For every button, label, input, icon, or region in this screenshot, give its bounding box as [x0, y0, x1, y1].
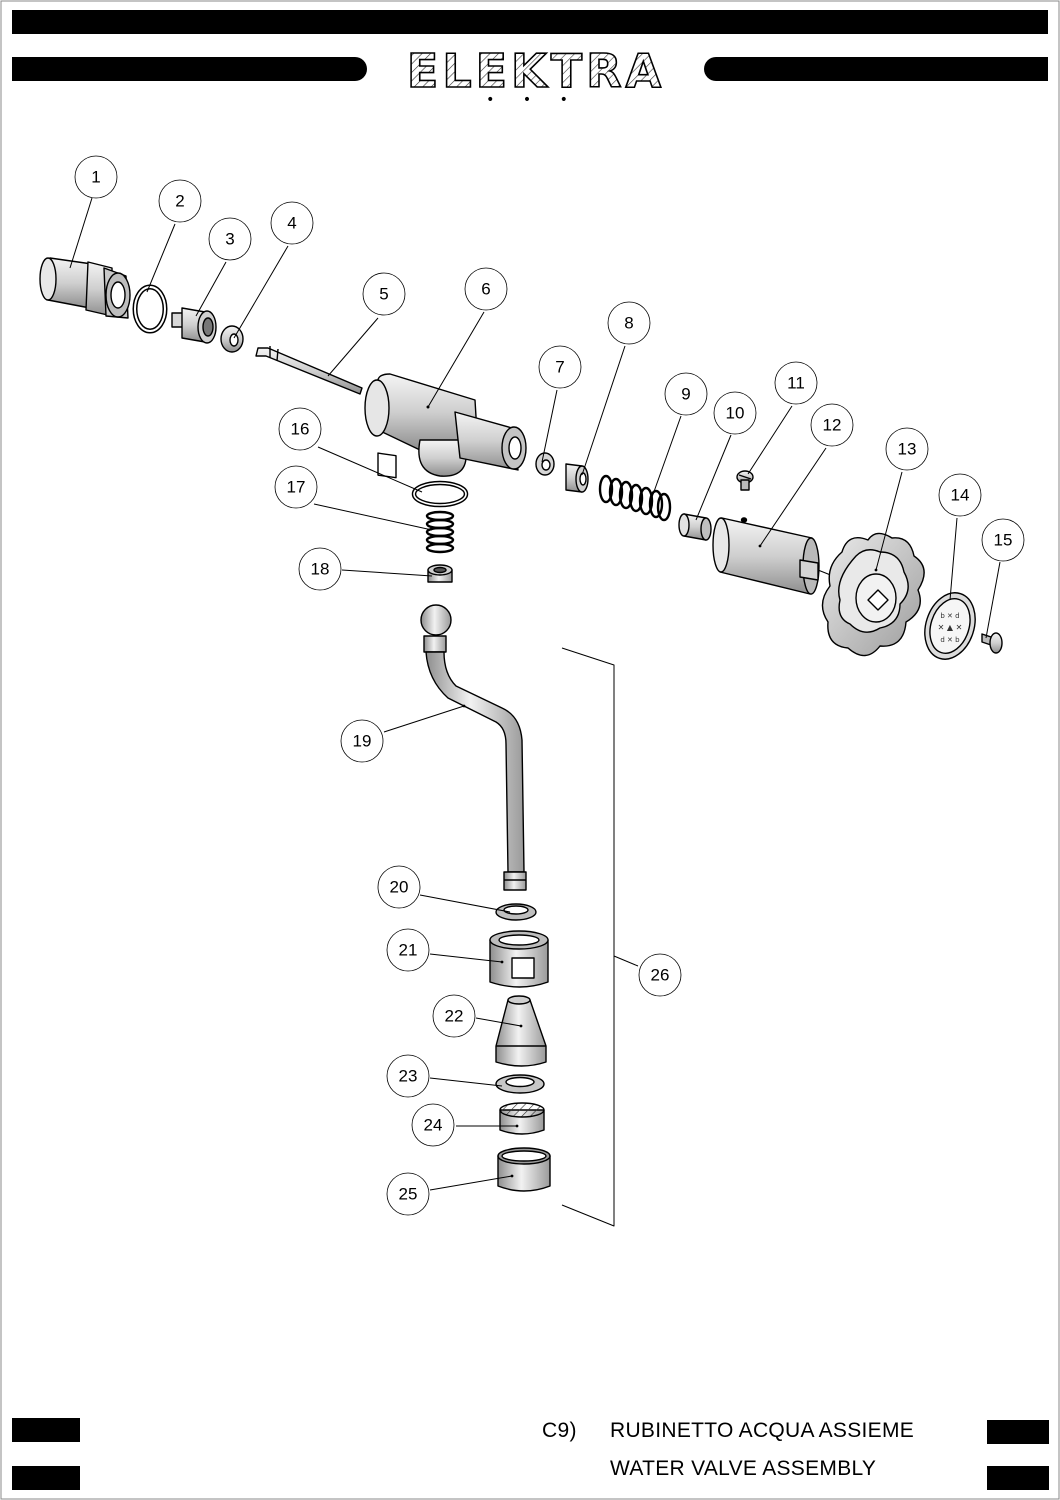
- svg-text:26: 26: [651, 966, 670, 985]
- part-3-seat: [171, 307, 217, 344]
- callout-4: 4: [270, 201, 314, 245]
- svg-text:10: 10: [726, 404, 745, 423]
- callout-8: 8: [607, 301, 651, 345]
- part-10-bush: [678, 513, 712, 541]
- part-24-filter: [499, 1102, 545, 1135]
- header: ELEKTRA • • •: [12, 10, 1048, 108]
- callout-5: 5: [362, 272, 406, 316]
- part-22-cone: [495, 995, 547, 1067]
- footer-bars: [12, 1418, 1049, 1490]
- part-19-tube: [420, 604, 527, 891]
- callout-13: 13: [885, 427, 929, 471]
- callout-2: 2: [158, 179, 202, 223]
- callout-18: 18: [298, 547, 342, 591]
- svg-text:d ✕ b: d ✕ b: [940, 636, 960, 644]
- svg-text:12: 12: [823, 416, 842, 435]
- part-13-knob: [821, 532, 925, 657]
- callout-23: 23: [386, 1054, 430, 1098]
- part-6-body: [364, 373, 527, 479]
- part-4-washer: [220, 325, 244, 353]
- callout-17: 17: [274, 465, 318, 509]
- svg-text:24: 24: [424, 1116, 443, 1135]
- svg-text:20: 20: [390, 878, 409, 897]
- sheet-title-en: WATER VALVE ASSEMBLY: [610, 1457, 877, 1480]
- callout-20: 20: [377, 865, 421, 909]
- part-8-bushing: [565, 463, 589, 493]
- svg-text:15: 15: [994, 531, 1013, 550]
- svg-text:b ✕ d: b ✕ d: [940, 612, 959, 620]
- callout-3: 3: [208, 217, 252, 261]
- part-11-screw: [736, 470, 754, 491]
- svg-text:22: 22: [445, 1007, 464, 1026]
- callout-15: 15: [981, 518, 1025, 562]
- brand-logo: ELEKTRA: [407, 44, 665, 98]
- svg-text:7: 7: [555, 358, 564, 377]
- svg-text:23: 23: [399, 1067, 418, 1086]
- svg-text:1: 1: [91, 168, 100, 187]
- svg-text:18: 18: [311, 560, 330, 579]
- part-17-spring: [425, 510, 455, 554]
- callout-9: 9: [664, 372, 708, 416]
- footer-bar-right-bottom: [987, 1466, 1049, 1490]
- sheet-title-it: RUBINETTO ACQUA ASSIEME: [610, 1419, 915, 1442]
- svg-text:6: 6: [481, 280, 490, 299]
- callout-10: 10: [713, 391, 757, 435]
- parts: ✕ ▲ ✕ b ✕ d d ✕ b: [39, 257, 1003, 1227]
- part-14-disc: ✕ ▲ ✕ b ✕ d d ✕ b: [924, 592, 976, 660]
- svg-text:17: 17: [287, 478, 306, 497]
- callouts: 1 2 3 4 5 6 7 8 9 10 11 12 13 14 15 16 1…: [74, 155, 1025, 1216]
- footer-bar-left-bottom: [12, 1466, 80, 1490]
- callout-25: 25: [386, 1172, 430, 1216]
- footer-bar-right-top: [987, 1420, 1049, 1444]
- callout-21: 21: [386, 928, 430, 972]
- svg-text:21: 21: [399, 941, 418, 960]
- svg-text:✕ ▲ ✕: ✕ ▲ ✕: [938, 623, 963, 632]
- svg-text:2: 2: [175, 192, 184, 211]
- part-18-nut: [427, 564, 453, 583]
- leader-lines: [69, 197, 1001, 1191]
- svg-text:25: 25: [399, 1185, 418, 1204]
- part-23-washer: [495, 1074, 545, 1094]
- svg-text:19: 19: [353, 732, 372, 751]
- part-12-cap: [712, 517, 820, 595]
- svg-text:11: 11: [787, 374, 805, 393]
- header-top-bar: [12, 10, 1048, 34]
- svg-text:9: 9: [681, 385, 690, 404]
- svg-text:13: 13: [898, 440, 917, 459]
- callout-26: 26: [638, 953, 682, 997]
- callout-11: 11: [774, 361, 818, 405]
- svg-text:5: 5: [379, 285, 388, 304]
- part-7-ring: [535, 452, 555, 476]
- svg-text:16: 16: [291, 420, 310, 439]
- part-15-screw: [981, 632, 1003, 654]
- svg-text:14: 14: [951, 486, 970, 505]
- sheet-code: C9): [542, 1419, 577, 1442]
- callout-7: 7: [538, 345, 582, 389]
- header-right-bar: [704, 57, 1048, 81]
- callout-19: 19: [340, 719, 384, 763]
- part-21-nut: [489, 930, 549, 988]
- part-1-fitting: [39, 257, 131, 319]
- part-20-washer: [495, 903, 537, 921]
- part-25-sleeve: [497, 1147, 551, 1192]
- callout-12: 12: [810, 403, 854, 447]
- brand-dots: • • •: [486, 92, 580, 108]
- header-left-bar: [12, 57, 367, 81]
- callout-24: 24: [411, 1103, 455, 1147]
- part-26-bracket: [561, 647, 615, 1227]
- svg-text:4: 4: [287, 214, 296, 233]
- callout-6: 6: [464, 267, 508, 311]
- callout-14: 14: [938, 473, 982, 517]
- svg-text:8: 8: [624, 314, 633, 333]
- svg-text:3: 3: [225, 230, 234, 249]
- footer-bar-left-top: [12, 1418, 80, 1442]
- part-9-spring: [598, 474, 672, 522]
- callout-1: 1: [74, 155, 118, 199]
- callout-16: 16: [278, 407, 322, 451]
- callout-22: 22: [432, 994, 476, 1038]
- part-5-spindle: [255, 346, 363, 395]
